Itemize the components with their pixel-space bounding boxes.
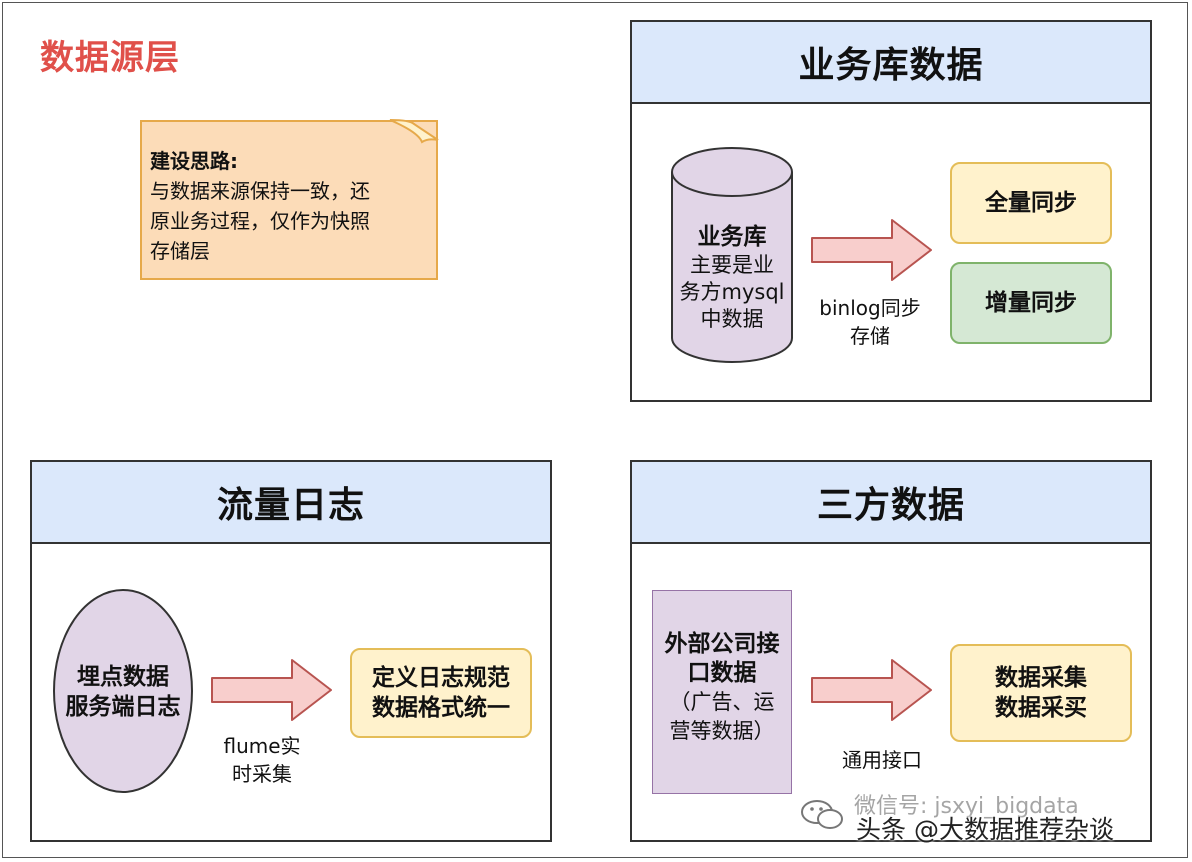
- binlog-arrow-icon: [811, 219, 932, 281]
- note-line: 存储层: [150, 239, 210, 263]
- log-standard-line: 数据格式统一: [372, 695, 510, 721]
- external-source-title: 外部公司接: [664, 631, 780, 657]
- design-note: 建设思路: 与数据来源保持一致，还 原业务过程，仅作为快照 存储层: [140, 119, 439, 280]
- note-line: 与数据来源保持一致，还: [150, 179, 370, 203]
- external-source-title: 口数据: [687, 660, 757, 686]
- business-db-panel: 业务库数据 业务库 主要是业 务方mysql 中数据 binlog同步 存储 全…: [630, 20, 1152, 402]
- third-party-panel: 三方数据 外部公司接 口数据 （广告、运 营等数据） 通用接口 数据采集 数据采…: [630, 460, 1152, 842]
- watermark-wechat-id: 微信号: jsxyi_bigdata: [854, 794, 1079, 819]
- watermark-toutiao: 头条 @大数据推荐杂谈: [856, 815, 1114, 844]
- binlog-label-line: binlog同步: [819, 296, 921, 320]
- flume-label: flume实 时采集: [202, 732, 322, 788]
- watermark: 微信号: jsxyi_bigdata 头条 @大数据推荐杂谈: [800, 788, 1180, 848]
- api-label: 通用接口: [842, 748, 922, 772]
- note-fold-icon: [389, 119, 439, 144]
- log-standard-box: 定义日志规范 数据格式统一: [350, 648, 532, 738]
- incremental-sync-box: 增量同步: [950, 262, 1112, 344]
- cylinder-title: 业务库: [697, 224, 767, 250]
- cylinder-line: 中数据: [700, 307, 764, 331]
- binlog-label: binlog同步 存储: [800, 294, 940, 350]
- traffic-log-panel: 流量日志 埋点数据 服务端日志 flume实 时采集 定义日志规范 数据格式统一: [30, 460, 552, 842]
- traffic-log-header: 流量日志: [32, 462, 550, 544]
- cylinder-line: 务方mysql: [679, 280, 785, 304]
- data-acquisition-line: 数据采集: [995, 665, 1087, 691]
- ellipse-line: 埋点数据: [77, 664, 169, 690]
- wechat-icon: [801, 800, 843, 829]
- cylinder-label: 业务库 主要是业 务方mysql 中数据: [662, 222, 802, 333]
- flume-label-line: flume实: [223, 734, 301, 758]
- third-party-header: 三方数据: [632, 462, 1150, 544]
- tracking-data-ellipse: [53, 589, 193, 793]
- api-arrow-icon: [811, 659, 932, 721]
- note-heading: 建设思路:: [150, 149, 238, 173]
- flume-label-line: 时采集: [232, 762, 292, 786]
- ellipse-line: 服务端日志: [65, 694, 181, 720]
- business-db-header: 业务库数据: [632, 22, 1150, 104]
- database-cylinder: [671, 147, 793, 363]
- full-sync-box: 全量同步: [950, 162, 1112, 244]
- data-acquisition-line: 数据采买: [995, 695, 1087, 721]
- flume-arrow-icon: [211, 659, 332, 721]
- ellipse-label: 埋点数据 服务端日志: [50, 662, 196, 722]
- external-source-sub: （广告、运: [669, 690, 775, 714]
- external-source-label: 外部公司接 口数据 （广告、运 营等数据）: [650, 630, 794, 746]
- note-line: 原业务过程，仅作为快照: [150, 209, 370, 233]
- data-acquisition-box: 数据采集 数据采买: [950, 644, 1132, 742]
- external-source-box: [652, 590, 792, 794]
- log-standard-line: 定义日志规范: [372, 665, 510, 691]
- page-title: 数据源层: [40, 38, 180, 78]
- cylinder-line: 主要是业: [690, 253, 774, 277]
- external-source-sub: 营等数据）: [669, 719, 775, 743]
- binlog-label-line: 存储: [850, 324, 890, 348]
